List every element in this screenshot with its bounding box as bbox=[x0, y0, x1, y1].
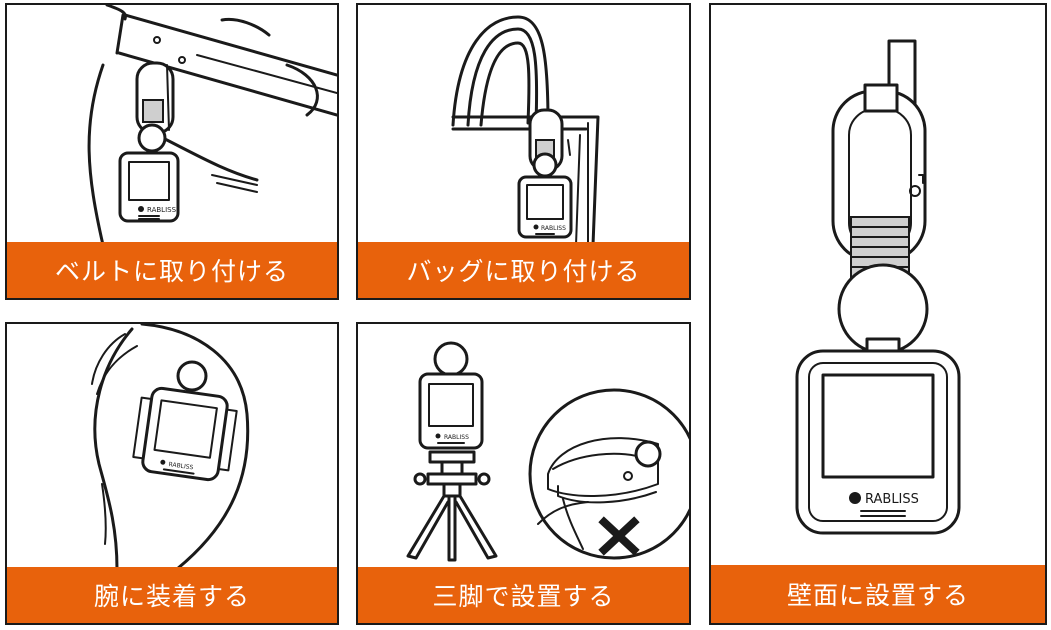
wall-mount-illustration: RABLISS bbox=[795, 39, 961, 535]
caption-arm: 腕に装着する bbox=[7, 567, 337, 623]
belt-clip-illustration: RABLISS bbox=[87, 5, 337, 245]
panel-bag: RABLISS バッグに取り付ける bbox=[356, 3, 691, 300]
panel-arm: RABLISS 腕に装着する bbox=[5, 322, 339, 625]
caption-tripod: 三脚で設置する bbox=[358, 567, 689, 623]
device-brand-text: RABLISS bbox=[147, 206, 177, 214]
device-brand-text: RABLISS bbox=[168, 461, 194, 471]
bag-clip-illustration: RABLISS bbox=[451, 15, 600, 245]
caption-belt: ベルトに取り付ける bbox=[7, 242, 337, 298]
tripod-mount-illustration: RABLISS bbox=[406, 341, 689, 562]
device-brand-text: RABLISS bbox=[444, 434, 469, 441]
arm-wear-illustration: RABLISS bbox=[91, 324, 250, 569]
panel-belt: RABLISS ベルトに取り付ける bbox=[5, 3, 339, 300]
inset-detail bbox=[537, 437, 662, 550]
caption-wall: 壁面に設置する bbox=[711, 565, 1045, 623]
panel-tripod: RABLISS 三脚で設置する bbox=[356, 322, 691, 625]
device-brand-text: RABLISS bbox=[865, 492, 919, 507]
panel-wall: RABLISS 壁面に設置する bbox=[709, 3, 1047, 625]
device-brand-text: RABLISS bbox=[541, 225, 566, 232]
caption-bag: バッグに取り付ける bbox=[358, 242, 689, 298]
prohibited-x-icon bbox=[598, 516, 640, 556]
